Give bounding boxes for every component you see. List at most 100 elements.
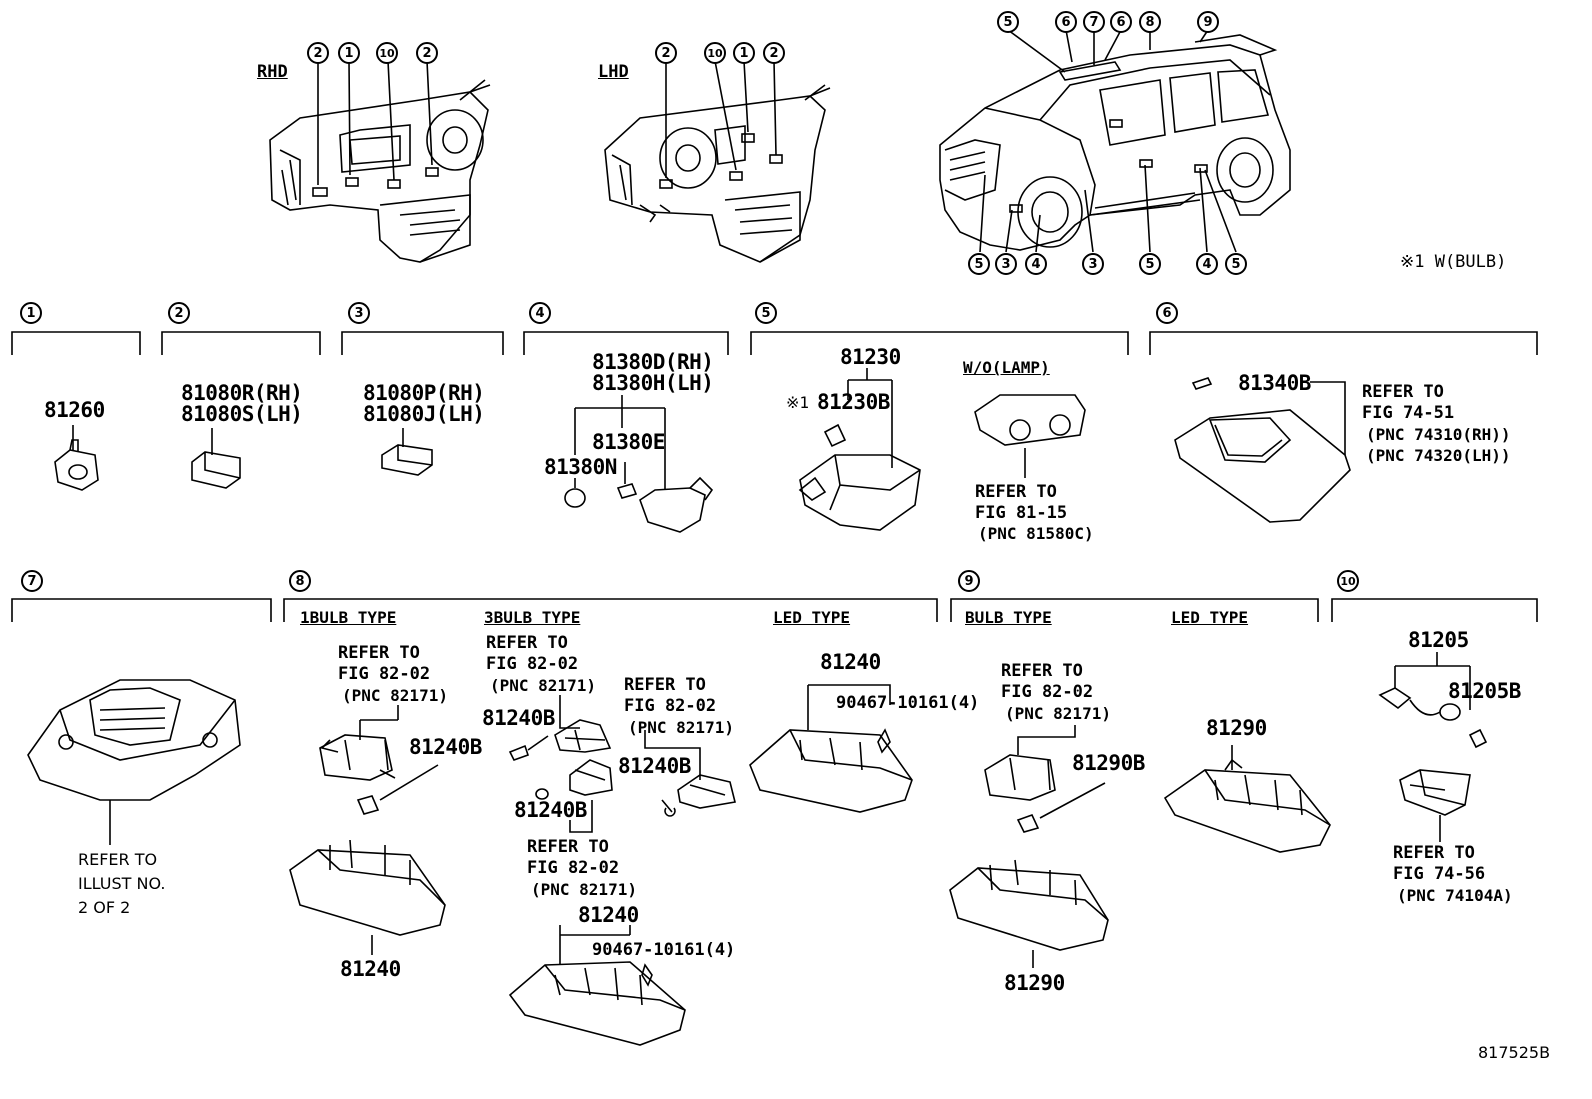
lhd-callout: 1: [733, 42, 755, 64]
section-number: 7: [21, 570, 43, 592]
part-number: 90467-10161(4): [592, 940, 736, 960]
lhd-callout: 2: [763, 42, 785, 64]
part-number: 81080J(LH): [363, 402, 485, 426]
part-number: 81080P(RH): [363, 381, 485, 405]
section-number: 2: [168, 302, 190, 324]
rhd-dashboard-illustration: [269, 79, 491, 263]
lhd-dashboard-illustration: [604, 84, 831, 263]
part-number: 81290B: [1072, 751, 1145, 775]
rhd-label: RHD: [257, 62, 288, 82]
section10-drawing: [1378, 652, 1488, 842]
section-brackets: [11, 331, 1538, 622]
section-number: 8: [289, 570, 311, 592]
overview-leaders: [317, 29, 1237, 253]
part-number: 81230: [840, 345, 901, 369]
bulb-mark: ※1: [786, 393, 810, 412]
refer-text: REFER TO: [624, 675, 706, 695]
subtype-label: LED TYPE: [1171, 608, 1249, 627]
vehicle-callout: 8: [1139, 11, 1161, 33]
part-number: 81240B: [482, 706, 555, 730]
section-number: 3: [348, 302, 370, 324]
part-81340B-drawing: [1174, 377, 1351, 523]
refer-text: REFER TO: [78, 850, 158, 869]
part-number: 81205B: [1448, 679, 1521, 703]
vehicle-callout: 3: [995, 253, 1017, 275]
part-number: 81290: [1206, 716, 1267, 740]
part-number: 81080S(LH): [181, 402, 303, 426]
section8-led-drawing: [749, 684, 913, 813]
vehicle-callout: 9: [1197, 11, 1219, 33]
part-number: 81240B: [514, 798, 587, 822]
bulb-note: ※1 W(BULB): [1400, 252, 1507, 272]
part-number: 81240B: [618, 754, 691, 778]
refer-text: FIG 82-02: [1001, 682, 1094, 702]
refer-text: FIG 82-02: [624, 696, 717, 716]
refer-text: FIG 82-02: [486, 654, 579, 674]
refer-text: FIG 82-02: [338, 664, 431, 684]
refer-text: (PNC 82171): [342, 686, 448, 705]
vehicle-callout: 5: [997, 11, 1019, 33]
refer-text: (PNC 82171): [531, 880, 637, 899]
part-81260-drawing: [54, 425, 99, 491]
part-81230-drawing: [798, 368, 1086, 531]
vehicle-callout: 4: [1196, 253, 1218, 275]
refer-text: ILLUST NO.: [78, 874, 166, 893]
refer-text: REFER TO: [527, 837, 609, 857]
refer-text: REFER TO: [1393, 843, 1475, 863]
part-number: 81080R(RH): [181, 381, 303, 405]
refer-text: REFER TO: [486, 633, 568, 653]
section-number: 10: [1337, 570, 1359, 592]
refer-text: REFER TO: [1001, 661, 1083, 681]
refer-text: REFER TO: [1362, 382, 1444, 402]
section-number: 1: [20, 302, 42, 324]
refer-text: FIG 82-02: [527, 858, 620, 878]
vehicle-illustration: [939, 34, 1291, 251]
section-number: 5: [755, 302, 777, 324]
lhd-label: LHD: [598, 62, 629, 82]
vehicle-callout: 5: [1225, 253, 1247, 275]
part-number: 81240: [340, 957, 401, 981]
refer-text: (PNC 82171): [628, 718, 734, 737]
section8-3bulb-drawing: [508, 695, 736, 1046]
part-81080P-drawing: [381, 428, 433, 476]
section9-bulb-drawing: [949, 725, 1109, 968]
vehicle-callout: 7: [1083, 11, 1105, 33]
subtype-label: 3BULB TYPE: [484, 608, 581, 627]
vehicle-callout: 5: [968, 253, 990, 275]
refer-text: FIG 74-51: [1362, 403, 1455, 423]
part-number: 81290: [1004, 971, 1065, 995]
rhd-callout: 1: [338, 42, 360, 64]
section-number: 4: [529, 302, 551, 324]
part-number: 81260: [44, 398, 105, 422]
part-number: 81240: [820, 650, 881, 674]
part-81080R-drawing: [191, 428, 241, 489]
refer-text: (PNC 81580C): [978, 524, 1094, 543]
lhd-callout: 2: [655, 42, 677, 64]
refer-text: FIG 81-15: [975, 503, 1068, 523]
section9-led-drawing: [1163, 745, 1331, 853]
subtype-label: LED TYPE: [773, 608, 851, 627]
refer-text: REFER TO: [338, 643, 420, 663]
refer-text: (PNC 82171): [1005, 704, 1111, 723]
part-number: 81240: [578, 903, 639, 927]
vehicle-callout: 4: [1025, 253, 1047, 275]
rhd-callout: 10: [376, 42, 398, 64]
section-number: 9: [958, 570, 980, 592]
refer-text: REFER TO: [975, 482, 1057, 502]
lhd-callout: 10: [704, 42, 726, 64]
part-number: 81205: [1408, 628, 1469, 652]
refer-text: 2 OF 2: [78, 898, 131, 917]
refer-text: FIG 74-56: [1393, 864, 1486, 884]
subtype-label: 1BULB TYPE: [300, 608, 397, 627]
part-number: 90467-10161(4): [836, 693, 980, 713]
part-number: 81380D(RH): [592, 350, 714, 374]
part-number: 81230B: [817, 390, 890, 414]
part-number: 81380N: [544, 455, 617, 479]
section7-console-drawing: [27, 679, 241, 845]
vehicle-callout: 6: [1110, 11, 1132, 33]
rhd-callout: 2: [416, 42, 438, 64]
part-81380-drawing: [564, 395, 714, 533]
part-number: 81380H(LH): [592, 371, 714, 395]
